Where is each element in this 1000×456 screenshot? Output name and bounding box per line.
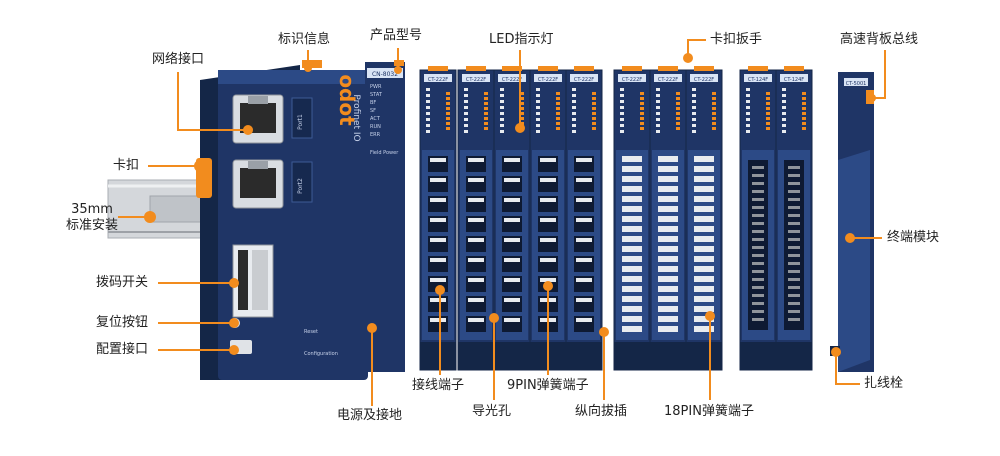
io-module-6: CT-222F xyxy=(613,66,651,371)
label-18pin: 18PIN弹簧端子 xyxy=(664,404,754,419)
port2-text: Port2 xyxy=(297,178,304,194)
rj45-port-2[interactable] xyxy=(232,159,284,209)
module-model-8: CT-222F xyxy=(694,77,714,83)
coupler-module: Port1 Port2 odot Profinet IO Reset Confi… xyxy=(196,60,368,380)
dip-switch-bank[interactable] xyxy=(232,244,274,318)
rj45-port-1[interactable] xyxy=(232,94,284,144)
module-model-4: CT-222F xyxy=(538,77,558,83)
end-module-model: CT-5001 xyxy=(846,81,867,87)
label-led: LED指示灯 xyxy=(489,32,554,47)
label-din-rail: 35mm 标准安装 xyxy=(64,202,120,234)
coupler-top-tab xyxy=(302,60,322,68)
label-vertical-plug: 纵向拔插 xyxy=(575,404,628,419)
coupler-led-6: ERR xyxy=(370,132,381,138)
io-module-8: CT-222F xyxy=(685,66,723,371)
coupler-led-0: PWR xyxy=(370,84,382,90)
port-label-panel xyxy=(291,97,313,139)
label-9pin: 9PIN弹簧端子 xyxy=(507,378,589,393)
io-module-4: CT-222F xyxy=(529,66,567,371)
field-power-text: Field Power xyxy=(370,150,399,156)
clip-latch[interactable] xyxy=(196,158,212,198)
module-model-3: CT-222F xyxy=(502,77,522,83)
label-clip-handle: 卡扣扳手 xyxy=(710,32,763,47)
coupler-led-3: SF xyxy=(370,108,376,114)
coupler-led-1: STAT xyxy=(370,92,383,98)
label-clip: 卡扣 xyxy=(113,158,140,173)
config-text: Configuration xyxy=(304,351,338,357)
label-network-port: 网络接口 xyxy=(152,52,205,67)
coupler-model: CN-8032 xyxy=(372,71,398,78)
label-product-model: 产品型号 xyxy=(370,28,423,43)
port2-label-panel xyxy=(291,161,313,203)
label-backplane-bus: 高速背板总线 xyxy=(840,32,919,47)
label-power-ground: 电源及接地 xyxy=(337,408,403,423)
module-model-1: CT-222F xyxy=(428,77,448,83)
protocol-text: Profinet IO xyxy=(351,94,361,141)
label-dip-switch: 拨码开关 xyxy=(96,275,149,290)
io-module-5: CT-222F xyxy=(565,66,603,371)
module-model-6: CT-222F xyxy=(622,77,642,83)
io-module-1: CT-222F xyxy=(419,66,457,371)
label-light-guide: 导光孔 xyxy=(472,404,512,419)
io-module-7: CT-222F xyxy=(649,66,687,371)
io-module-3: CT-222F xyxy=(493,66,531,371)
label-reset-button: 复位按钮 xyxy=(96,315,149,330)
label-wiring-terminal: 接线端子 xyxy=(412,378,465,393)
io-module-10: CT-124F xyxy=(775,66,813,371)
module-model-10: CT-124F xyxy=(784,77,804,83)
coupler-led-5: RUN xyxy=(370,124,381,130)
terminal-end-module: CT-5001 xyxy=(830,72,874,372)
reset-text: Reset xyxy=(304,329,318,335)
module-model-5: CT-222F xyxy=(574,77,594,83)
coupler-led-panel: CN-8032 PWR STAT BF SF ACT RUN ERR Field… xyxy=(365,60,405,372)
label-cable-tie: 扎线栓 xyxy=(864,376,904,391)
io-module-2: CT-222F xyxy=(457,66,495,371)
port1-text: Port1 xyxy=(297,114,304,130)
io-module-group: CT-222F CT-222F CT-222F CT-222F CT-222F CT-22… xyxy=(419,66,813,371)
module-model-2: CT-222F xyxy=(466,77,486,83)
module-model-9: CT-124F xyxy=(748,77,768,83)
io-module-9: CT-124F xyxy=(739,66,777,371)
label-id-info: 标识信息 xyxy=(278,32,331,47)
module-model-7: CT-222F xyxy=(658,77,678,83)
config-port-shape[interactable] xyxy=(230,340,252,354)
label-config-port: 配置接口 xyxy=(96,342,149,357)
label-terminal-module: 终端模块 xyxy=(887,230,940,245)
coupler-led-2: BF xyxy=(370,100,376,106)
reset-button-shape[interactable] xyxy=(230,318,240,328)
brand-logo: odot xyxy=(335,74,359,126)
coupler-led-4: ACT xyxy=(370,116,381,122)
label-din-rail-text: 35mm 标准安装 xyxy=(65,202,118,233)
